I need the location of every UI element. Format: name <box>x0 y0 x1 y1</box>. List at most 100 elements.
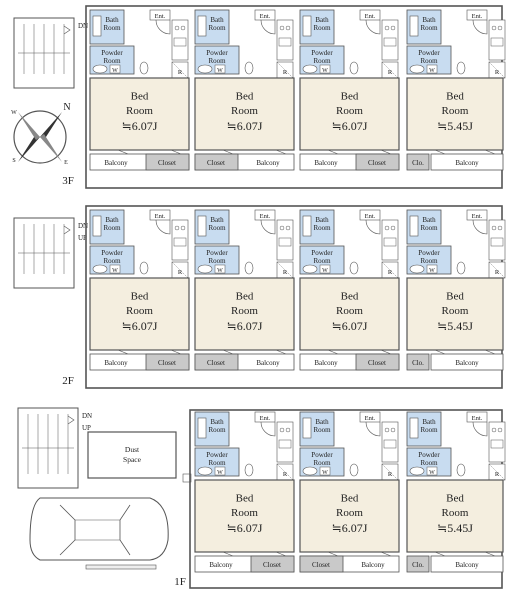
bed-room <box>406 277 504 351</box>
window-mark <box>327 149 339 155</box>
balcony-label: Balcony <box>455 561 479 569</box>
closet <box>145 353 190 371</box>
entrance <box>254 209 276 221</box>
closet <box>406 353 430 371</box>
stair-dn-label: DN <box>82 412 92 420</box>
washer-box <box>426 264 438 274</box>
bed-room-label: Bed <box>341 91 359 103</box>
fridge-diagonal <box>276 61 294 79</box>
closet <box>355 353 400 371</box>
bed-room-label: Bed <box>236 493 254 505</box>
kitchen-sink-icon <box>173 37 187 47</box>
toilet-icon <box>244 61 254 75</box>
fridge-diagonal <box>276 463 294 481</box>
sink-icon <box>197 264 213 274</box>
car-icon <box>29 497 169 561</box>
bed-room <box>89 77 190 151</box>
balcony-label: Balcony <box>455 359 479 367</box>
balcony-label: Balcony <box>314 159 338 167</box>
stove-icon <box>279 225 285 231</box>
kitchen-sink-icon <box>278 439 292 449</box>
toilet-icon <box>139 261 149 275</box>
bathtub-icon <box>197 215 207 237</box>
powder-room-label: Powder <box>311 49 333 57</box>
bed-room-label: Room <box>336 305 363 317</box>
toilet-icon <box>139 61 149 75</box>
fridge-label: R <box>283 269 288 276</box>
bed-room-label: Room <box>231 507 258 519</box>
bath-room-label: Bath <box>315 418 329 426</box>
entrance-label: Ent. <box>155 13 166 20</box>
fridge-label: R <box>495 269 500 276</box>
balcony-label: Balcony <box>361 561 385 569</box>
bed-room-area: ≒5.45J <box>437 521 473 535</box>
entrance-label: Ent. <box>472 415 483 422</box>
balcony-label: Balcony <box>104 159 128 167</box>
window-mark <box>275 149 287 155</box>
washer-label: W <box>112 268 118 274</box>
car-windshield <box>59 504 76 556</box>
bed-room-label: Room <box>336 105 363 117</box>
bed-room-area: ≒6.07J <box>332 521 368 535</box>
bathtub-icon <box>409 15 419 37</box>
closet-label: Closet <box>263 561 281 569</box>
powder-room-label: Room <box>208 459 226 467</box>
kitchen-sink-icon <box>278 37 292 47</box>
stove-icon <box>279 25 285 31</box>
compass-south-label: S <box>12 158 15 164</box>
entrance <box>254 411 276 423</box>
dust-space-label: Space <box>123 455 142 464</box>
balcony-label: Balcony <box>209 561 233 569</box>
car-body <box>29 497 169 561</box>
powder-room-label: Powder <box>206 249 228 257</box>
sink-icon <box>302 466 318 476</box>
fridge-diagonal <box>488 61 506 79</box>
door-swing <box>155 19 171 35</box>
sink-icon <box>92 64 108 74</box>
balcony <box>430 153 504 171</box>
dust-space-outline <box>87 431 177 479</box>
stairwell: DN <box>13 17 88 89</box>
closet-label: Closet <box>158 159 176 167</box>
stove-icon <box>497 225 503 231</box>
fridge-label: R <box>178 69 183 76</box>
compass-east-label: E <box>64 160 68 166</box>
fridge-label: R <box>283 69 288 76</box>
powder-room-label: Room <box>313 257 331 265</box>
powder-room-label: Powder <box>206 451 228 459</box>
toilet-icon <box>244 463 254 477</box>
stove-icon <box>180 225 186 231</box>
fridge-label: R <box>388 69 393 76</box>
bathtub-icon <box>302 15 312 37</box>
bath-room-label: Room <box>103 224 121 232</box>
washer-box <box>319 466 331 476</box>
bed-room <box>406 77 504 151</box>
fridge-label: R <box>388 471 393 478</box>
kitchen-sink-icon <box>383 439 397 449</box>
closet-label: Closet <box>368 359 386 367</box>
closet <box>299 555 344 573</box>
bathtub-icon <box>302 417 312 439</box>
bathtub-icon <box>197 417 207 439</box>
stair-dn-label: DN <box>78 22 88 30</box>
powder-room-label: Room <box>313 57 331 65</box>
bed-room-label: Bed <box>341 493 359 505</box>
closet-label: Clo. <box>412 359 424 367</box>
door-swing <box>472 219 488 235</box>
bath-room-label: Room <box>103 24 121 32</box>
sink-icon <box>197 64 213 74</box>
bed-room-label: Room <box>126 305 153 317</box>
powder-room-label: Powder <box>206 49 228 57</box>
compass-north-label: N <box>63 102 70 113</box>
closet-label: Clo. <box>412 159 424 167</box>
bed-room-label: Bed <box>341 291 359 303</box>
toilet-icon <box>456 261 466 275</box>
bed-room-area: ≒5.45J <box>437 319 473 333</box>
bath-room-label: Room <box>313 224 331 232</box>
parking-stop <box>85 564 157 570</box>
washer-box <box>214 466 226 476</box>
bed-room-label: Bed <box>131 291 149 303</box>
